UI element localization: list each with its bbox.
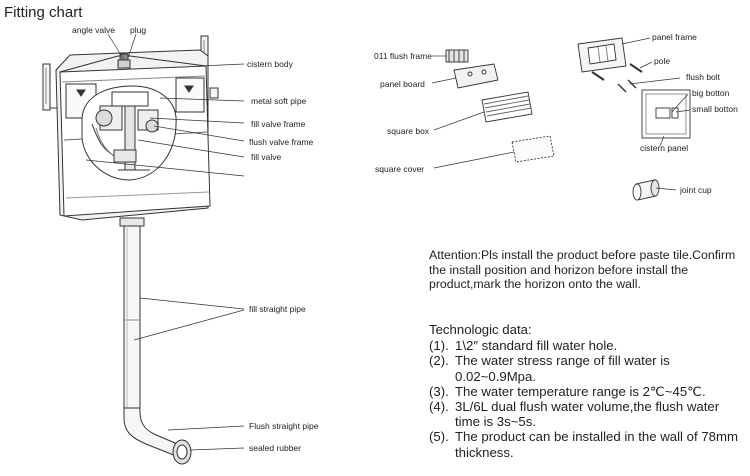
tech-item-number: (3). [429,383,449,399]
page-title: Fitting chart [4,4,83,21]
tech-item: (4). 3L/6L dual flush water volume,the f… [429,399,747,429]
label-square-box: square box [387,126,430,136]
joint-cup-drawing [632,179,660,201]
label-panel-board: panel board [380,79,425,89]
label-flush-straight-pipe: Flush straight pipe [249,421,319,431]
tech-item-text: The water stress range of fill water is … [455,353,670,384]
label-small-botton: small botton [692,104,738,114]
panel-parts-leader-lines [621,37,691,191]
tech-item-text: The water temperature range is 2℃~45℃. [455,383,706,399]
label-sealed-rubber: sealed rubber [249,443,301,453]
label-flush-bolt: flush bolt [686,72,721,82]
tech-item: (5). The product can be installed in the… [429,429,747,459]
tech-item: (1). 1\2″ standard fill water hole. [429,338,747,353]
label-metal-soft-pipe: metal soft pipe [251,96,307,106]
label-square-cover: square cover [375,164,424,174]
label-011-flush-frame: 011 flush frame [374,51,432,61]
tech-item-number: (2). [429,353,449,369]
label-panel-frame: panel frame [652,32,697,42]
accessories-drawing [445,49,555,163]
label-plug: plug [130,25,146,35]
tech-item-number: (5). [429,429,449,445]
label-pole: pole [654,56,670,66]
attention-note: Attention:Pls install the product before… [429,248,736,292]
cistern-panel-drawing [641,89,691,139]
label-cistern-body: cistern body [247,59,294,69]
label-fill-straight-pipe: fill straight pipe [249,304,306,314]
label-flush-valve-frame: flush valve frame [249,137,314,147]
tech-item-text: 3L/6L dual flush water volume,the flush … [455,399,720,430]
panel-parts-drawing [577,37,691,201]
label-angle-valve: angle valve [72,25,115,35]
panel-board-drawing [453,63,499,89]
label-cistern-panel: cistern panel [640,143,688,153]
cistern-drawing [42,35,219,465]
tech-item-number: (1). [429,338,449,354]
tech-item: (3). The water temperature range is 2℃~4… [429,384,747,399]
tech-item-text: 1\2″ standard fill water hole. [455,338,618,354]
fill-straight-pipe-drawing [123,221,141,411]
square-box-drawing [481,91,533,123]
label-big-botton: big botton [692,88,730,98]
panel-frame-drawing [577,37,627,73]
tech-heading: Technologic data: [429,322,532,337]
technologic-data: Technologic data: (1). 1\2″ standard fil… [429,322,747,460]
label-joint-cup: joint cup [679,185,712,195]
tech-item: (2). The water stress range of fill wate… [429,353,747,383]
flush-frame-011-drawing [445,49,469,63]
tech-item-text: The product can be installed in the wall… [455,429,738,460]
accessories-leader-lines [431,55,515,169]
label-fill-valve-frame: fill valve frame [251,119,306,129]
tech-item-number: (4). [429,399,449,415]
cistern-leader-lines [85,33,245,451]
square-cover-drawing [511,135,555,163]
label-fill-valve: fill valve [251,152,282,162]
